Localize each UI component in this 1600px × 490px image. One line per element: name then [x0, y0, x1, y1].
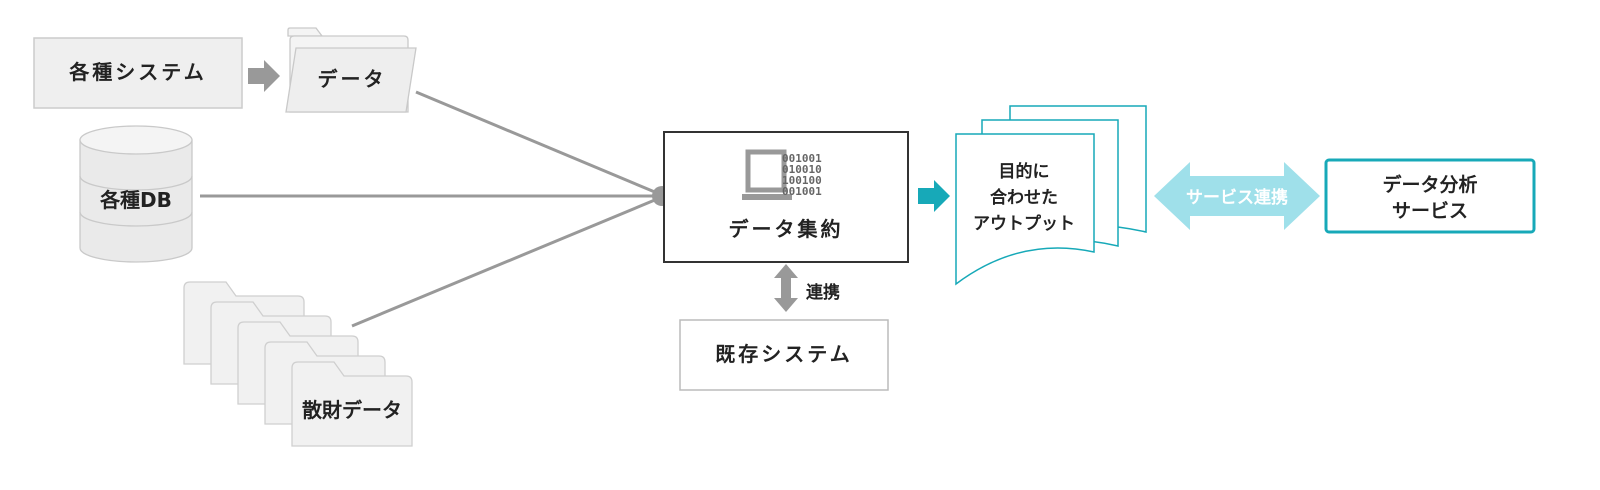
hub-to-output-arrow — [918, 180, 950, 212]
service-link-label: サービス連携 — [1186, 187, 1288, 208]
scattered-data-label: 散財データ — [302, 398, 402, 422]
binary-line-3: 100100 — [782, 174, 822, 187]
analysis-service-line-2: サービス — [1392, 200, 1468, 222]
data-folder-icon: データ — [285, 27, 417, 113]
folder-stack-5 — [291, 361, 413, 447]
binary-line-1: 001001 — [782, 152, 822, 165]
service-link-double-arrow: サービス連携 — [1154, 162, 1320, 230]
systems-to-data-arrow — [248, 60, 280, 92]
existing-system-label: 既存システム — [715, 342, 852, 366]
data-aggregation-box: 001001 010010 100100 001001 データ集約 — [663, 131, 909, 263]
computer-icon — [742, 149, 792, 200]
output-label-line-3: アウトプット — [973, 213, 1075, 234]
database-cylinder-icon: 各種DB — [79, 125, 193, 263]
output-label-line-2: 合わせた — [990, 187, 1058, 208]
data-aggregation-label: データ集約 — [729, 217, 844, 241]
link-double-arrow — [774, 264, 798, 312]
line-data-to-hub — [415, 90, 663, 197]
connector-lines — [200, 90, 672, 328]
various-systems-label: 各種システム — [68, 60, 206, 84]
binary-line-4: 001001 — [782, 185, 822, 198]
existing-system-box: 既存システム — [679, 319, 889, 391]
database-label: 各種DB — [99, 188, 172, 212]
scattered-data-folders: 散財データ — [183, 281, 413, 447]
binary-code: 001001 010010 100100 001001 — [782, 152, 822, 198]
data-folder-label: データ — [318, 67, 387, 91]
data-analysis-service-box: データ分析 サービス — [1324, 158, 1536, 234]
analysis-service-line-1: データ分析 — [1382, 173, 1477, 196]
line-scattered-to-hub — [351, 195, 663, 328]
output-documents-icon: 目的に 合わせた アウトプット — [955, 105, 1147, 286]
link-label: 連携 — [806, 282, 840, 303]
various-systems-box: 各種システム — [33, 37, 243, 109]
output-label-line-1: 目的に — [999, 161, 1050, 182]
binary-line-2: 010010 — [782, 163, 822, 176]
